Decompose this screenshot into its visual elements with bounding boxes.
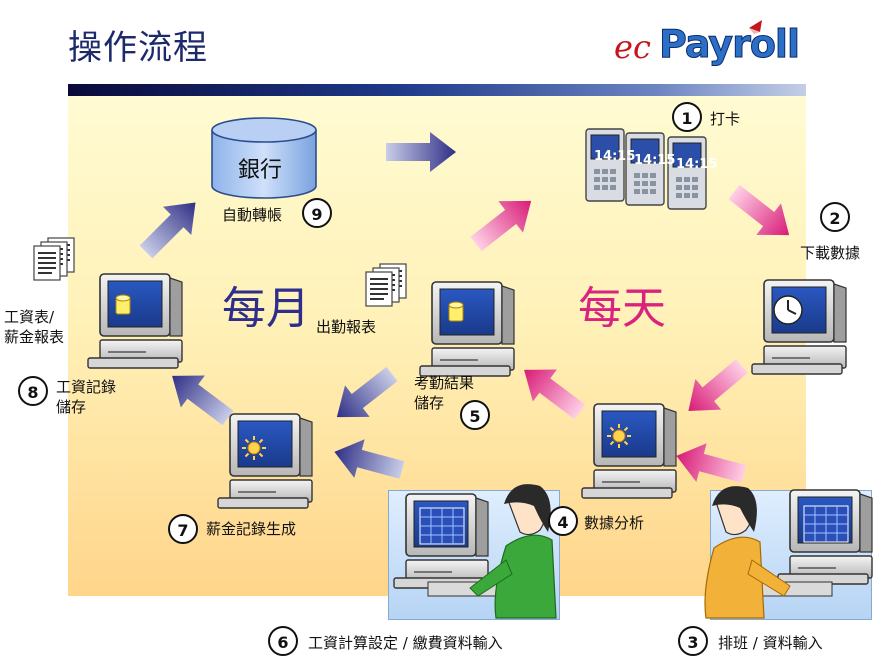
payroll-clerk-illustration	[393, 484, 557, 619]
flow-arrow-3-to-4	[671, 436, 750, 494]
step-2-label: 下載數據	[800, 244, 861, 262]
download-computer-icon	[751, 279, 847, 375]
logo-name: Payroll	[659, 22, 801, 67]
step-5-label-line1: 考勤結果	[414, 374, 475, 392]
step-8-badge: 8	[18, 376, 48, 406]
flow-arrow-5-to-1	[463, 185, 544, 260]
flow-arrow-2-to-4	[675, 350, 755, 427]
title-divider-bar	[68, 84, 806, 96]
clock-display-text: 14:15	[634, 153, 676, 168]
flow-arrow-8-to-9	[131, 188, 210, 267]
payroll-generation-computer-icon	[217, 413, 313, 509]
flow-arrow-9-to-1	[386, 132, 456, 172]
logo-accent-icon	[749, 20, 762, 34]
page-title: 操作流程	[68, 28, 208, 68]
payroll-report-label-line1: 工資表/	[4, 308, 55, 326]
flow-arrow-6-to-7	[329, 432, 408, 490]
ecpayroll-logo: ec Payroll	[614, 20, 801, 72]
step-9-label: 自動轉帳	[222, 206, 283, 224]
logo-prefix: ec	[614, 28, 651, 66]
analysis-computer-icon	[581, 403, 677, 499]
step-9-badge: 9	[302, 198, 332, 228]
step-4-badge: 4	[548, 506, 578, 536]
payroll-report-documents-icon	[34, 238, 74, 280]
flow-arrow-4-to-5	[512, 353, 593, 428]
step-7-badge: 7	[168, 514, 198, 544]
monthly-cycle-label: 每月	[222, 283, 310, 334]
step-8-label-line1: 工資記錄	[56, 378, 117, 396]
bank-database-icon	[211, 117, 317, 199]
step-1-badge: 1	[672, 102, 702, 132]
payroll-storage-computer-icon	[87, 273, 183, 369]
step-6-label: 工資計算設定 / 繳費資料輸入	[308, 634, 503, 652]
flow-arrow-7-to-8	[160, 359, 241, 434]
step-3-badge: 3	[678, 626, 708, 656]
step-5-label-line2: 儲存	[414, 394, 445, 412]
step-7-label: 薪金記錄生成	[206, 520, 297, 538]
step-8-label-line2: 儲存	[56, 398, 87, 416]
step-2-badge: 2	[820, 202, 850, 232]
step-5-badge: 5	[460, 400, 490, 430]
step-1-label: 打卡	[710, 110, 741, 128]
attendance-storage-computer-icon	[419, 281, 515, 377]
roster-clerk-illustration	[704, 486, 873, 619]
payroll-report-label-line2: 薪金報表	[4, 328, 65, 346]
daily-cycle-label: 每天	[578, 283, 666, 334]
bank-label: 銀行	[238, 158, 283, 183]
step-4-label: 數據分析	[584, 514, 645, 532]
step-3-label: 排班 / 資料輸入	[718, 634, 823, 652]
flow-arrow-1-to-2	[721, 176, 802, 251]
flow-arrow-5-to-7	[324, 358, 405, 433]
attendance-report-label: 出勤報表	[316, 318, 377, 336]
attendance-report-documents-icon	[366, 264, 406, 306]
clock-display-text: 14:15	[594, 149, 636, 164]
step-6-badge: 6	[268, 626, 298, 656]
clock-display-text: 14:15	[676, 157, 718, 172]
